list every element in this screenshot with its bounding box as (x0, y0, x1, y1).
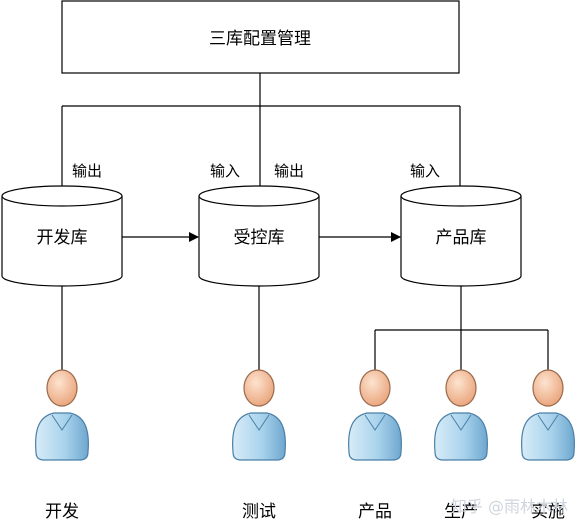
role-label-developer: 开发 (45, 502, 79, 522)
repository-dev-label: 开发库 (37, 228, 88, 248)
person-implementation-icon (521, 369, 575, 461)
role-label-production: 生产 (444, 502, 478, 522)
top-connectors (61, 73, 461, 186)
top-box-config-management: 三库配置管理 (61, 0, 460, 74)
role-label-tester: 测试 (242, 502, 276, 522)
repository-product-label: 产品库 (436, 228, 487, 248)
role-label-implementation: 实施 (531, 502, 565, 522)
person-production-icon (434, 369, 488, 461)
watermark-text: 知乎 @雨林木林 (451, 497, 568, 516)
person-product-icon (348, 369, 402, 461)
edge-label-controlled-out: 输出 (274, 162, 304, 180)
repository-dev: 开发库 (1, 185, 123, 287)
edge-label-dev-out: 输出 (72, 162, 102, 180)
role-label-product: 产品 (358, 502, 392, 522)
edge-label-controlled-in: 输入 (210, 162, 240, 180)
role-connectors (61, 286, 549, 370)
person-tester-icon (232, 369, 286, 461)
repository-controlled: 受控库 (198, 185, 320, 287)
edge-label-product-in: 输入 (410, 162, 440, 180)
repository-controlled-label: 受控库 (234, 228, 285, 248)
repository-product: 产品库 (400, 185, 522, 287)
top-box-label: 三库配置管理 (209, 29, 311, 49)
person-developer-icon (35, 369, 89, 461)
